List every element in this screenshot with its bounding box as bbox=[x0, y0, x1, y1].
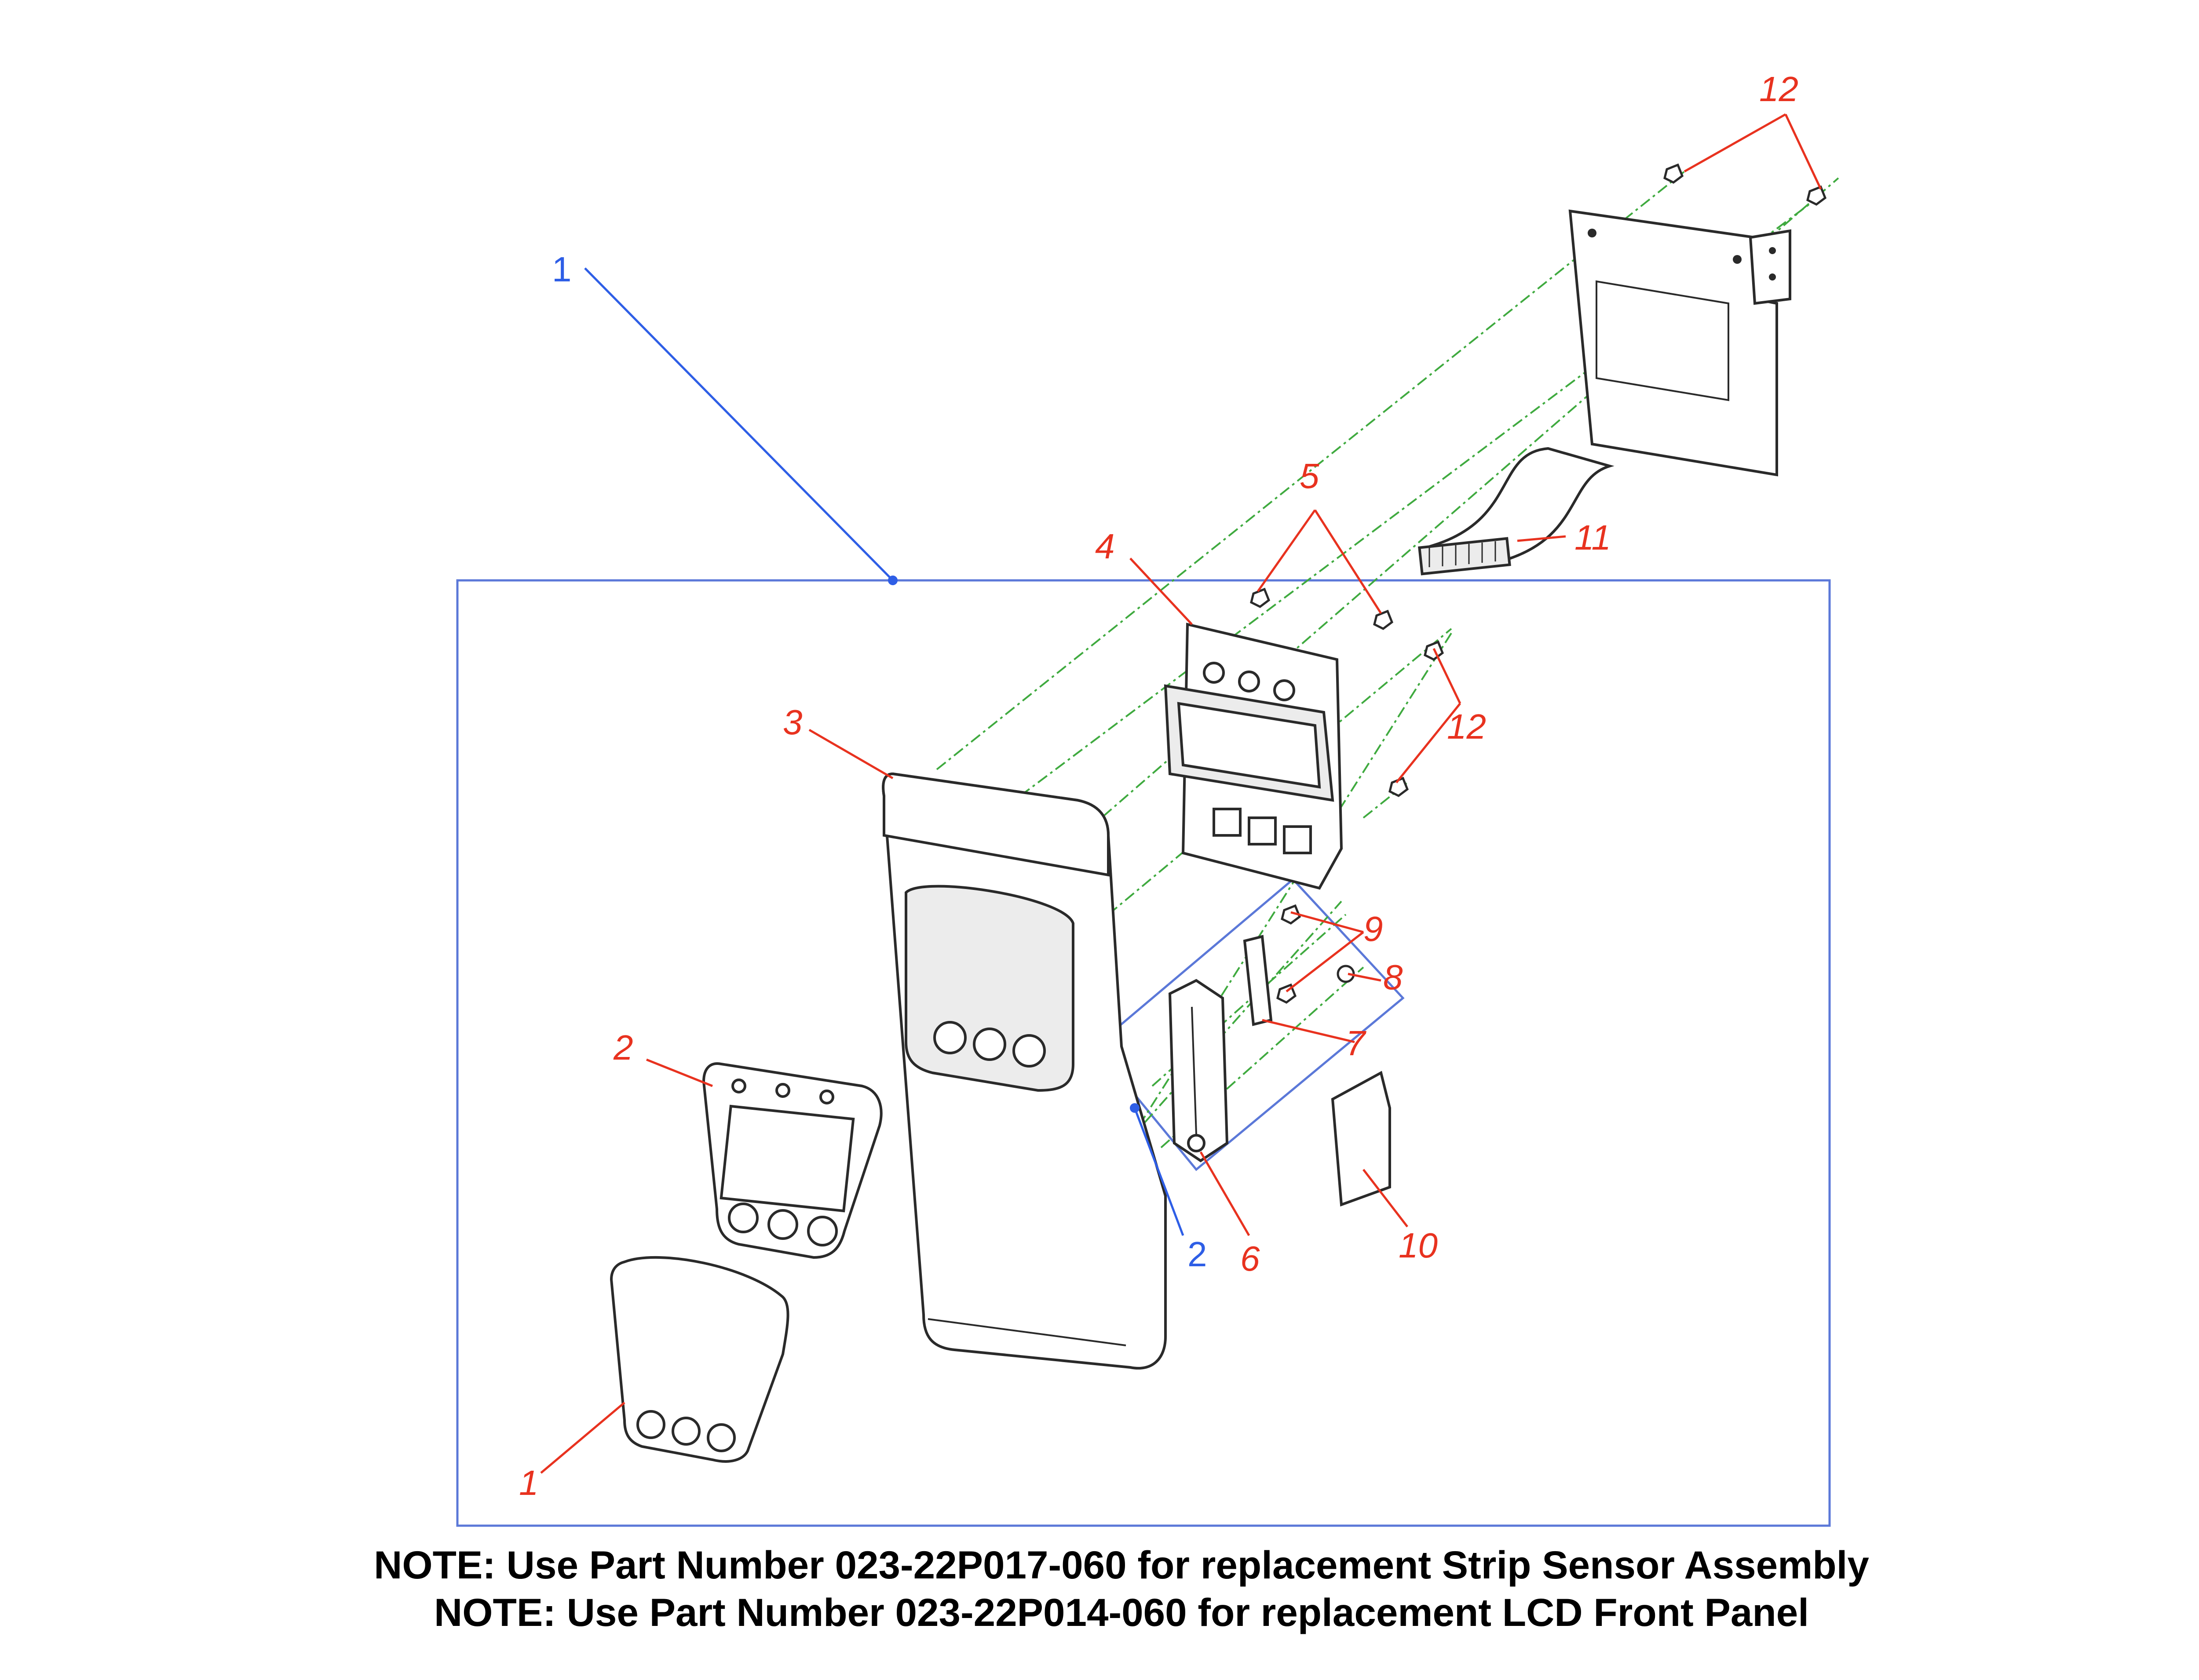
note-strip-sensor: NOTE: Use Part Number 023-22P017-060 for… bbox=[374, 1543, 1869, 1587]
assembly-1-box bbox=[456, 579, 1831, 1527]
part-label-10: 10 bbox=[1399, 1226, 1438, 1265]
assembly-2-box bbox=[1093, 878, 1405, 1171]
part-label-2: 2 bbox=[613, 1028, 633, 1067]
part-label-9: 9 bbox=[1363, 909, 1383, 948]
part-label-8: 8 bbox=[1383, 958, 1403, 997]
part-label-4: 4 bbox=[1095, 527, 1115, 566]
part-label-1: 1 bbox=[519, 1463, 539, 1502]
lcd-board-part bbox=[1164, 623, 1343, 890]
part-label-12-top: 12 bbox=[1759, 69, 1798, 109]
strip-sensor-part bbox=[1168, 979, 1229, 1163]
assembly-label-1: 1 bbox=[552, 250, 572, 289]
part-label-5: 5 bbox=[1300, 456, 1319, 496]
sensor-bracket-part bbox=[1243, 935, 1273, 1026]
ribbon-cable-part bbox=[1418, 447, 1615, 576]
screws bbox=[1250, 163, 1827, 1004]
bracket-part bbox=[1568, 209, 1791, 477]
part-label-12-mid: 12 bbox=[1447, 707, 1486, 746]
flex-part bbox=[1331, 1071, 1391, 1207]
assembly-label-2: 2 bbox=[1187, 1235, 1207, 1274]
labels: 1 2 1 2 3 4 5 6 7 8 9 10 11 12 12 bbox=[519, 69, 1798, 1502]
part-label-11: 11 bbox=[1574, 518, 1611, 557]
part-label-7: 7 bbox=[1346, 1024, 1366, 1063]
front-housing-part bbox=[882, 772, 1167, 1370]
bezel-part bbox=[702, 1062, 883, 1259]
part-label-6: 6 bbox=[1240, 1239, 1260, 1278]
notes-block: NOTE: Use Part Number 023-22P017-060 for… bbox=[0, 1541, 2199, 1636]
lens-part bbox=[610, 1256, 789, 1463]
part-label-3: 3 bbox=[783, 703, 803, 742]
leader-lines bbox=[540, 113, 1822, 1474]
note-lcd-front-panel: NOTE: Use Part Number 023-22P014-060 for… bbox=[434, 1590, 1809, 1634]
